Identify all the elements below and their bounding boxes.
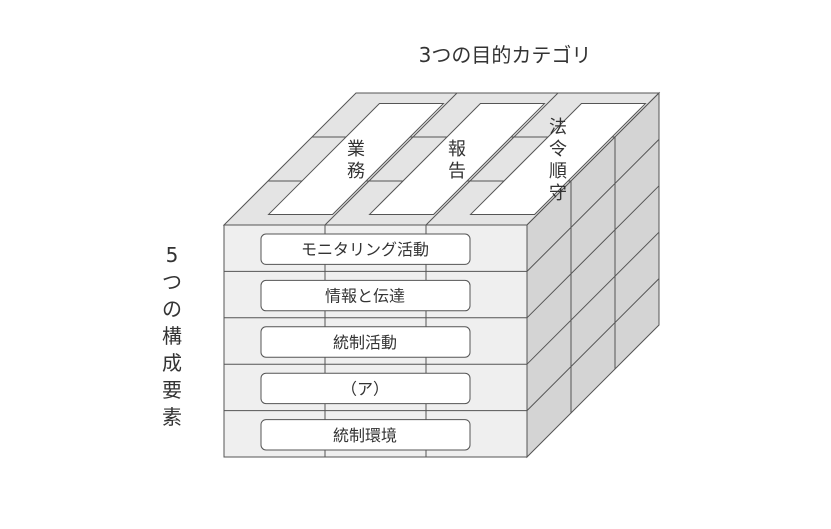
side-row-line [526, 185, 660, 319]
category-label: 法令順守 [549, 117, 567, 204]
side-row-line [526, 231, 660, 365]
component-box [260, 279, 471, 312]
top-col-line [324, 92, 458, 226]
category-box [267, 103, 445, 215]
side-row-line [526, 139, 660, 272]
component-box [260, 233, 471, 265]
component-label: （ア） [341, 379, 389, 398]
component-label: 統制環境 [333, 426, 397, 445]
category-box [368, 103, 546, 215]
category-box [469, 103, 647, 215]
category-label: 報告 [448, 139, 466, 182]
component-box [260, 372, 471, 405]
category-label: 業務 [347, 139, 365, 182]
component-label: モニタリング活動 [301, 240, 429, 259]
side-row-line [526, 278, 660, 411]
top-title: 3つの目的カテゴリ [419, 43, 592, 67]
component-label: 統制活動 [333, 333, 397, 352]
category-labels: 業務 報告 法令順守 [267, 103, 647, 215]
top-col-line [425, 92, 559, 226]
component-box [260, 326, 471, 358]
component-box [260, 419, 471, 451]
component-label: 情報と伝達 [325, 287, 405, 306]
